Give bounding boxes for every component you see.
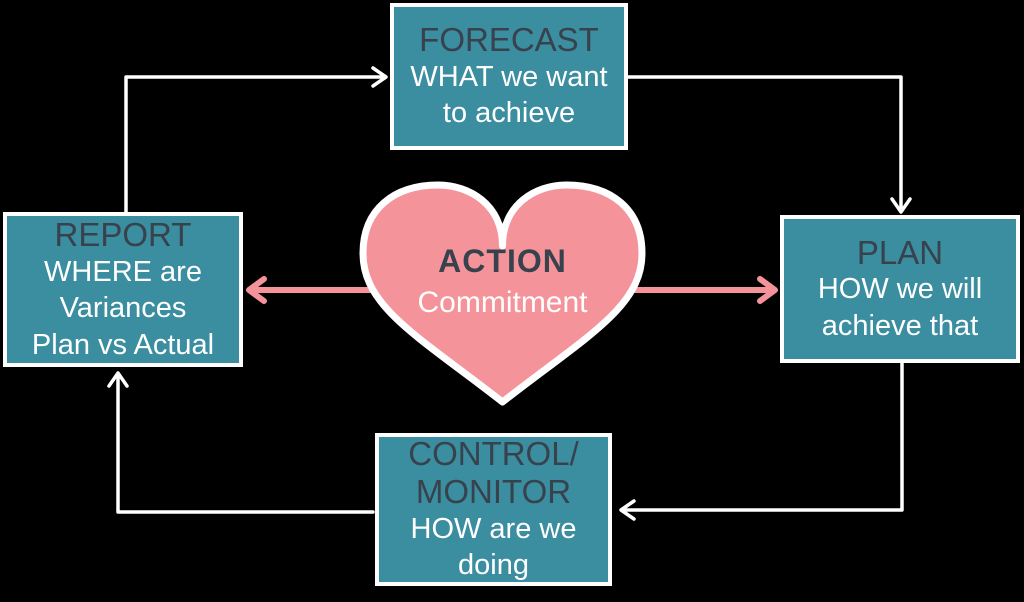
node-control-monitor: CONTROL/ MONITOR HOW are we doing [375, 433, 612, 586]
node-control-monitor-title: CONTROL/ MONITOR [408, 435, 579, 511]
text-line: HOW are we [410, 512, 577, 545]
node-plan-body: HOW we will achieve that [818, 271, 982, 344]
text-line: REPORT [54, 215, 192, 253]
text-line: to achieve [442, 97, 576, 130]
text-line: WHERE are [44, 255, 202, 288]
text-line: Plan vs Actual [31, 328, 215, 361]
node-report: REPORT WHERE are Variances Plan vs Actua… [3, 212, 243, 367]
arrow-forecast-to-plan [626, 75, 903, 211]
text-line: CONTROL/ [408, 435, 579, 473]
text-line: PLAN [856, 233, 944, 271]
arrowhead-into-report-icon [107, 371, 129, 388]
text-line: FORECAST [419, 21, 599, 58]
text-line: HOW we will [817, 273, 983, 306]
text-line: achieve that [821, 309, 979, 342]
node-report-title: REPORT [55, 216, 192, 254]
text-line: MONITOR [415, 472, 572, 510]
text-line: doing [458, 549, 529, 582]
node-forecast: FORECAST WHAT we want to achieve [390, 3, 628, 150]
arrowhead-into-plan-icon [890, 197, 912, 214]
arrow-control-to-report [116, 375, 375, 514]
node-plan: PLAN HOW we will achieve that [780, 215, 1020, 363]
arrowhead-into-forecast-icon [371, 66, 388, 88]
node-control-monitor-body: HOW are we doing [411, 511, 577, 584]
arrow-report-to-forecast [124, 75, 384, 214]
heart-icon [359, 181, 646, 406]
node-report-body: WHERE are Variances Plan vs Actual [32, 254, 214, 364]
node-forecast-title: FORECAST [419, 21, 599, 59]
action-arrowhead-left-icon [246, 276, 267, 304]
arrow-plan-to-control [623, 361, 904, 512]
text-line: WHAT we want [410, 60, 608, 93]
node-forecast-body: WHAT we want to achieve [410, 59, 607, 132]
arrowhead-into-control-icon [619, 499, 636, 521]
text-line: Variances [59, 292, 187, 325]
action-arrowhead-right-icon [757, 276, 778, 304]
node-plan-title: PLAN [857, 234, 943, 272]
